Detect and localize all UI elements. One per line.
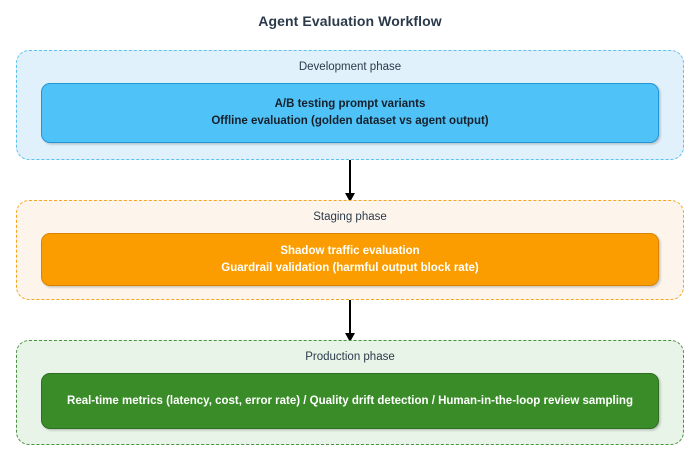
arrow-shaft xyxy=(349,300,351,333)
phase-node-staging: Shadow traffic evaluation Guardrail vali… xyxy=(41,233,659,286)
phase-container-production: Production phase Real-time metrics (late… xyxy=(16,340,684,445)
phase-node-development: A/B testing prompt variants Offline eval… xyxy=(41,83,659,143)
phase-node-text-staging: Shadow traffic evaluation Guardrail vali… xyxy=(221,244,479,274)
phase-label-staging: Staging phase xyxy=(313,211,387,223)
arrow-development-to-staging-icon xyxy=(345,160,355,202)
arrow-staging-to-production-icon xyxy=(345,300,355,342)
phase-label-production: Production phase xyxy=(305,351,395,363)
phase-label-development: Development phase xyxy=(298,61,402,73)
phase-container-staging: Staging phase Shadow traffic evaluation … xyxy=(16,200,684,300)
phase-node-text-production: Real-time metrics (latency, cost, error … xyxy=(67,394,633,407)
phase-node-text-development: A/B testing prompt variants Offline eval… xyxy=(211,98,489,127)
arrow-shaft xyxy=(349,160,351,193)
phase-node-production: Real-time metrics (latency, cost, error … xyxy=(41,373,659,429)
arrow-head xyxy=(345,193,355,202)
phase-container-development: Development phase A/B testing prompt var… xyxy=(16,50,684,160)
page-title: Agent Evaluation Workflow xyxy=(258,13,442,29)
arrow-head xyxy=(345,333,355,342)
